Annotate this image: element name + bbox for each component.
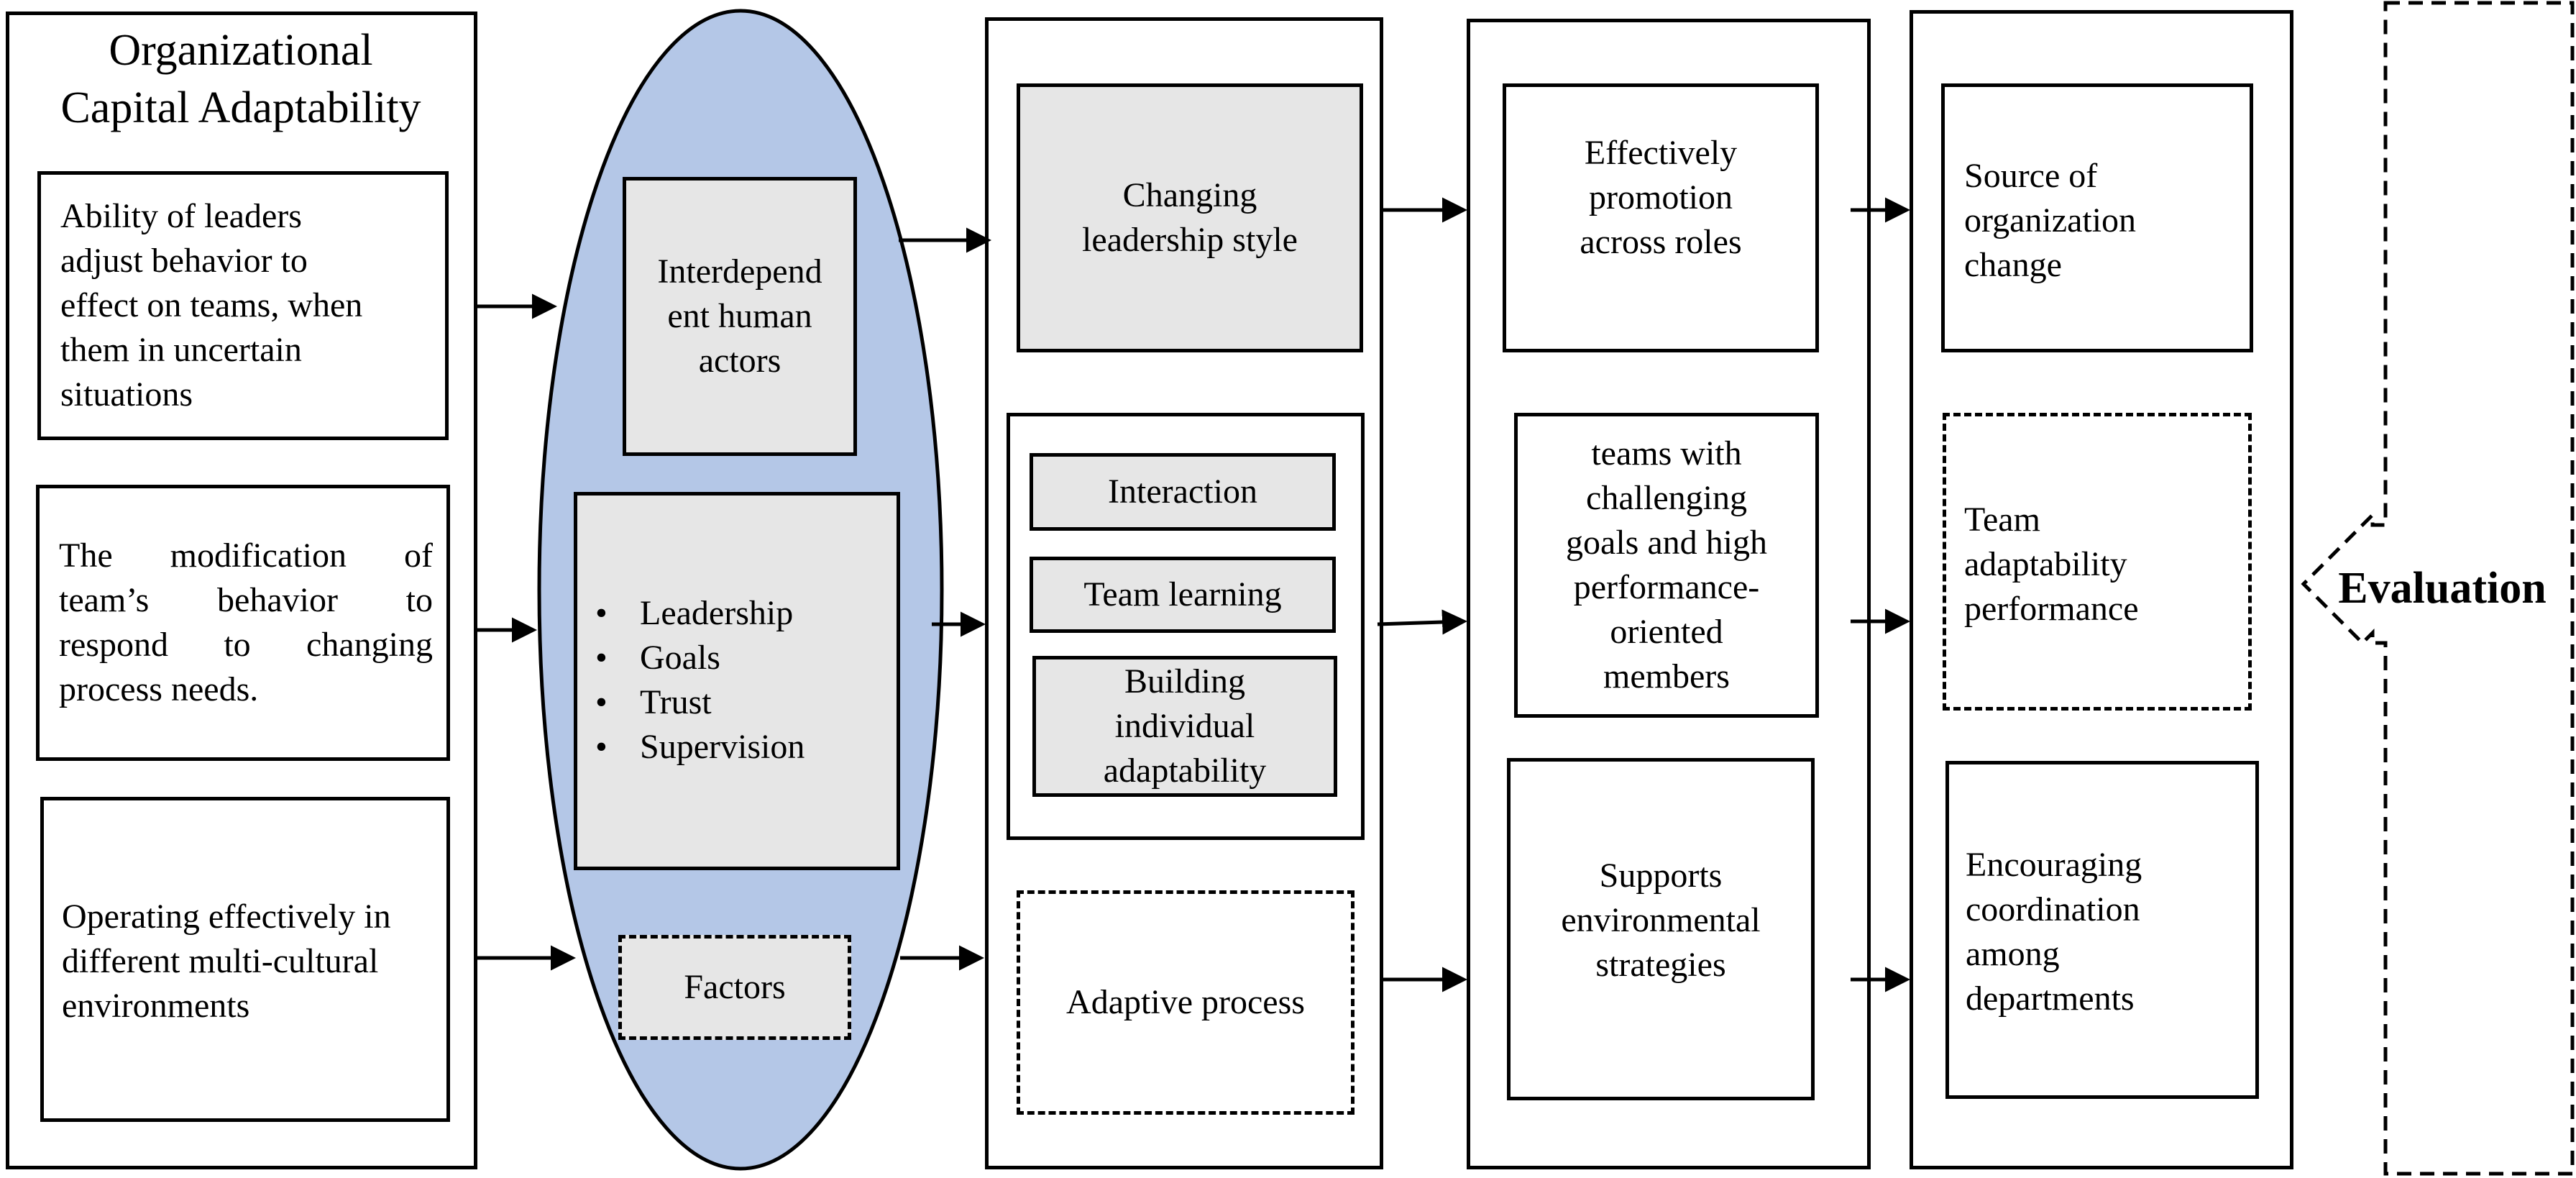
col5-box-team-adaptability xyxy=(1943,413,2252,711)
text-line: Operating effectively in xyxy=(62,898,391,936)
text-line: process needs. xyxy=(59,670,259,708)
col5-box-team-adaptability-text: Team adaptability performance xyxy=(1964,498,2245,631)
col3-team-learning-label: Team learning xyxy=(1083,575,1282,613)
evaluation-label: Evaluation xyxy=(2338,564,2547,613)
text-line: Interdepend xyxy=(657,252,822,291)
col3-box-interaction xyxy=(1030,453,1336,531)
text-line: organization xyxy=(1964,201,2137,239)
text-line: oriented xyxy=(1610,613,1723,651)
text-line: environmental xyxy=(1561,901,1761,939)
text-line: members xyxy=(1603,657,1730,695)
col3-box-building xyxy=(1032,656,1337,797)
text-line: Team xyxy=(1964,501,2040,539)
text-line: among xyxy=(1966,935,2060,973)
bullet-item: Supervision xyxy=(582,725,891,770)
text-line: team’s behavior to xyxy=(59,581,433,619)
text-line: ent human xyxy=(667,297,812,335)
text-line: performance- xyxy=(1573,568,1760,606)
col4-box-environmental-text: Supports environmental strategies xyxy=(1507,834,1815,1007)
text-line: leadership style xyxy=(1082,221,1298,259)
text-line: adaptability xyxy=(1964,545,2127,583)
text-line: Building xyxy=(1124,662,1246,700)
text-line: coordination xyxy=(1966,890,2140,928)
col1-box-leaders-text: Ability of leaders adjust behavior to ef… xyxy=(60,194,434,417)
col2-factors-label: Factors xyxy=(684,968,786,1006)
col3-box-building-text: Building individual adaptability xyxy=(1032,656,1337,797)
text-line: environments xyxy=(62,987,250,1025)
text-line: adjust behavior to xyxy=(60,242,308,280)
col5-box-source-text: Source of organization change xyxy=(1964,154,2245,288)
col2-box-human-actors xyxy=(623,177,857,456)
text-line: situations xyxy=(60,375,193,414)
text-line: performance xyxy=(1964,590,2139,628)
col1-box-multicultural xyxy=(40,797,450,1122)
col2-box-human-actors-text: Interdepend ent human actors xyxy=(623,177,857,456)
col1-box-modification xyxy=(36,485,450,761)
col3-box-adaptive-process xyxy=(1017,890,1355,1115)
col4-box-promotion-text: Effectively promotion across roles xyxy=(1503,108,1819,288)
bullet-item: Leadership xyxy=(582,591,891,636)
col1-title-line1: Organizational xyxy=(109,26,373,75)
col5-box-coordination xyxy=(1945,761,2259,1099)
text-line: respond to changing xyxy=(59,626,433,664)
text-line: them in uncertain xyxy=(60,331,302,369)
text-line: challenging xyxy=(1586,479,1747,517)
col5-box-coordination-text: Encouraging coordination among departmen… xyxy=(1966,843,2246,1021)
arrow xyxy=(1377,609,1467,635)
text-line: promotion xyxy=(1589,178,1733,216)
col3-box-leadership-style-text: Changing leadership style xyxy=(1017,83,1363,352)
text-line: across roles xyxy=(1580,223,1742,261)
col3-box-leadership-style xyxy=(1017,83,1363,352)
col4-box-promotion xyxy=(1503,83,1819,352)
bullet-list: Leadership Goals Trust Supervision xyxy=(582,591,891,770)
text-line: effect on teams, when xyxy=(60,286,363,324)
col1-box-modification-text: The modification of team’s behavior to r… xyxy=(59,534,433,712)
evaluation-shape xyxy=(2301,1,2575,1176)
bullet-item: Trust xyxy=(582,680,891,725)
col4-box-teams-text: teams with challenging goals and high pe… xyxy=(1514,413,1819,718)
text-line: change xyxy=(1964,246,2062,284)
text-line: Encouraging xyxy=(1966,846,2142,884)
text-line: teams with xyxy=(1591,434,1742,472)
col1-box-leaders xyxy=(37,171,449,440)
text-line: adaptability xyxy=(1103,752,1267,790)
bullet-item: Goals xyxy=(582,636,891,680)
text-line: departments xyxy=(1966,980,2135,1018)
col1-title-line2: Capital Adaptability xyxy=(60,83,421,132)
text-line: The modification of xyxy=(59,537,433,575)
text-line: strategies xyxy=(1595,946,1726,984)
col5-box-source xyxy=(1941,83,2253,352)
col2-box-factors xyxy=(618,935,851,1040)
text-line: Supports xyxy=(1599,857,1723,895)
text-line: Effectively xyxy=(1584,134,1738,172)
col3-box-team-learning xyxy=(1030,557,1336,633)
text-line: actors xyxy=(698,342,781,380)
text-line: Source of xyxy=(1964,157,2098,195)
col3-adaptive-label: Adaptive process xyxy=(1066,983,1305,1021)
text-line: goals and high xyxy=(1566,524,1767,562)
col1-title: Organizational Capital Adaptability xyxy=(14,22,467,137)
col4-box-teams xyxy=(1514,413,1819,718)
col4-box-environmental xyxy=(1507,758,1815,1100)
col3-interaction-label: Interaction xyxy=(1108,472,1257,511)
text-line: Changing xyxy=(1122,176,1257,214)
text-line: individual xyxy=(1114,707,1255,745)
col2-bullet-list-wrap: Leadership Goals Trust Supervision xyxy=(582,591,891,770)
text-line: Ability of leaders xyxy=(60,197,302,235)
col1-box-multicultural-text: Operating effectively in different multi… xyxy=(62,895,443,1028)
text-line: different multi-cultural xyxy=(62,942,379,980)
